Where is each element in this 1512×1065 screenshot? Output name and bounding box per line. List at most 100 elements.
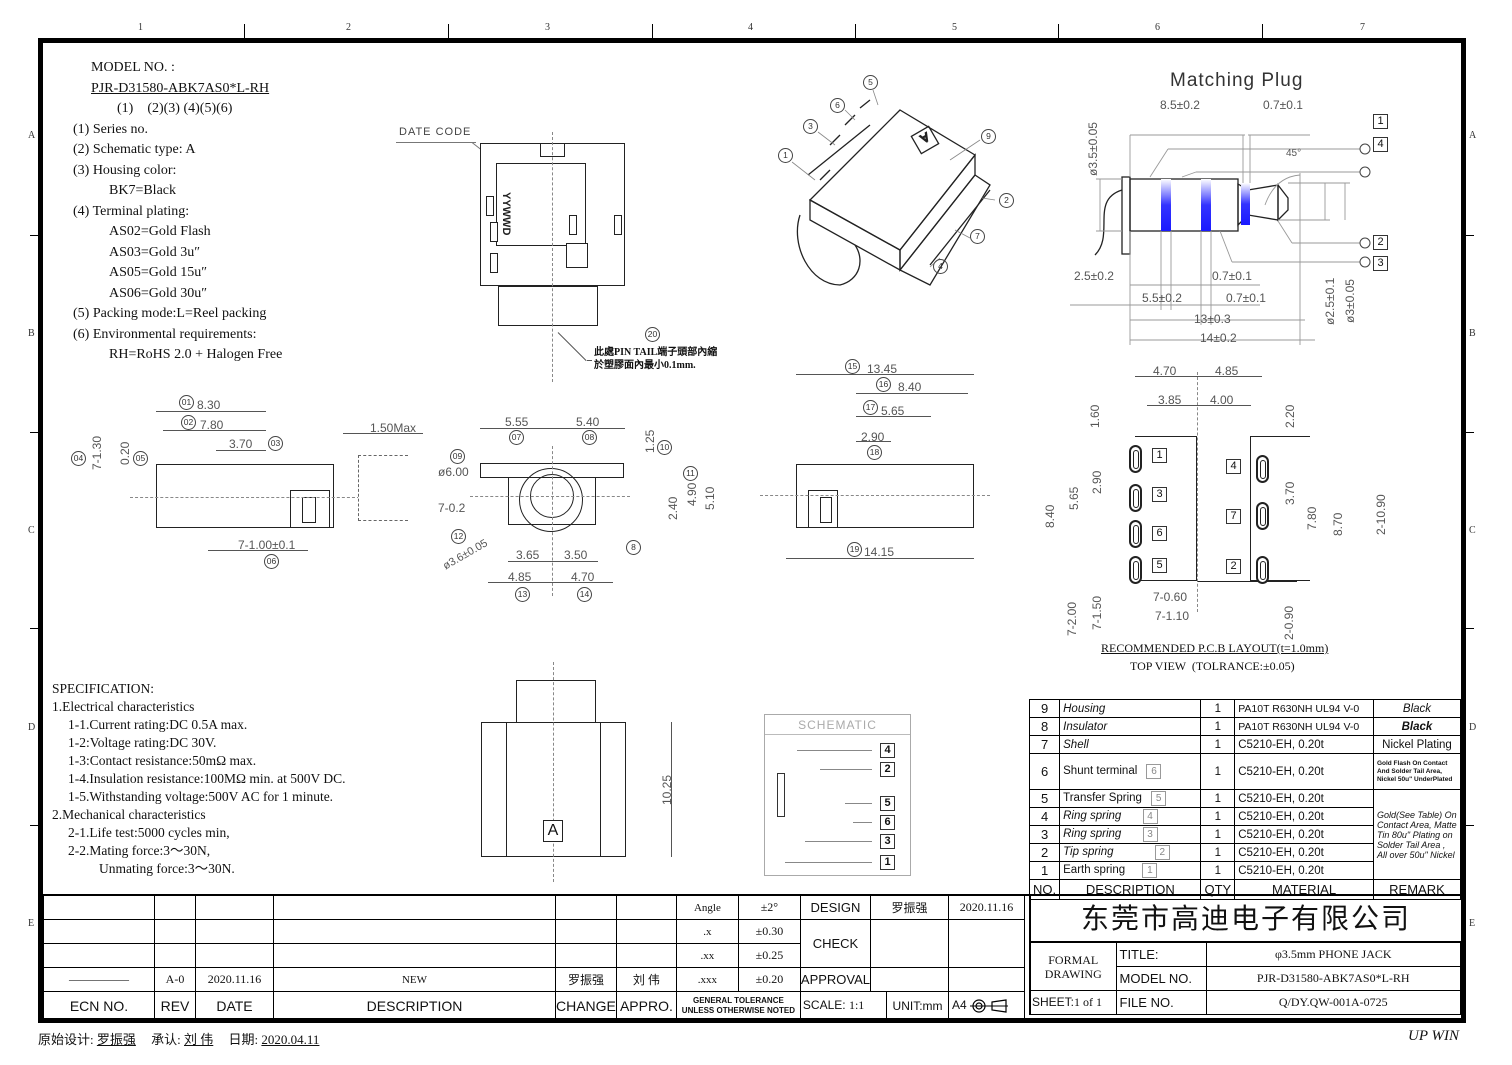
housing-nose — [498, 286, 598, 326]
schematic-pin-2: 2 — [880, 762, 895, 777]
grid-tick — [1058, 24, 1059, 38]
checker-name — [870, 919, 950, 968]
dim-830: 8.30 — [197, 398, 221, 412]
schematic-box: SCHEMATIC 4 2 5 6 3 1 — [764, 714, 911, 876]
plug-dim-dia25: ø2.5±0.1 — [1323, 277, 1337, 325]
iso-callout-6: 6 — [830, 98, 845, 113]
pcb-pin-5: 5 — [1152, 558, 1167, 573]
projection-symbol-icon — [970, 998, 1009, 1013]
bom-row: 3 Ring spring 3 1 C5210-EH, 0.20t — [1028, 825, 1461, 844]
pcb-dim-7-200: 7-2.00 — [1065, 601, 1079, 636]
dim-line — [796, 374, 974, 375]
bom-desc: Insulator — [1059, 717, 1202, 736]
model-item: AS03=Gold 3u″ — [109, 244, 201, 260]
tolerance-label: Angle — [675, 895, 739, 920]
side-tab — [302, 497, 316, 523]
schematic-wire — [785, 862, 872, 863]
drawing-frame — [38, 38, 1466, 1023]
spec-line: 2.Mechanical characteristics — [52, 807, 206, 822]
grid-tick — [448, 24, 449, 38]
tolerance-value: ±0.25 — [737, 943, 801, 968]
sheet-cell: SHEET:1 of 1 — [1029, 990, 1117, 1015]
callout-20: 20 — [645, 327, 660, 342]
schematic-type-marking: A — [543, 820, 563, 842]
tolerance-value: ±0.20 — [737, 967, 801, 992]
pin-slot — [614, 215, 622, 235]
pcb-hole — [1129, 484, 1142, 512]
centerline — [760, 495, 990, 496]
plug-contact-3: 3 — [1373, 256, 1388, 271]
bom-box: 5 — [1151, 791, 1167, 806]
schematic-pin-1: 1 — [880, 855, 895, 870]
leader-line — [587, 360, 592, 361]
pcb-dim-2-090: 2-0.90 — [1282, 605, 1296, 640]
bom-qty: 1 — [1200, 861, 1236, 880]
callout-07: 07 — [509, 430, 524, 445]
callout-09: 09 — [450, 449, 465, 464]
footer-approver: 刘 伟 — [184, 1032, 214, 1047]
model-item: AS05=Gold 15u″ — [109, 265, 208, 280]
pcb-dim-290: 2.90 — [1090, 470, 1104, 494]
approval-label: APPROVAL — [799, 967, 872, 992]
pcb-pin-2: 2 — [1226, 559, 1241, 574]
schematic-wire — [820, 769, 872, 770]
tolerance-label: .x — [675, 919, 739, 944]
terminal — [566, 243, 588, 268]
rev-value: A-0 — [154, 967, 196, 992]
pcb-dim-840: 8.40 — [1043, 504, 1057, 528]
grid-row-b: B — [28, 328, 35, 339]
bom-box: 4 — [1142, 809, 1158, 824]
model-item: AS06=Gold 30u″ — [109, 285, 208, 301]
plug-dim-25: 2.5±0.2 — [1074, 269, 1114, 283]
bom-row: 6 Shunt terminal 6 1 C5210-EH, 0.20t Gol… — [1028, 753, 1462, 790]
bom-desc-text: Tip spring — [1063, 846, 1114, 858]
dim-240: 2.40 — [666, 496, 680, 520]
plug-contact-1: 1 — [1373, 114, 1388, 129]
rev-cell — [195, 943, 274, 968]
centerline — [553, 662, 554, 882]
dim-line — [216, 450, 266, 451]
scale-value: 1:1 — [848, 998, 865, 1012]
spec-line: 1-2:Voltage rating:DC 30V. — [68, 735, 217, 750]
centerline — [552, 132, 553, 382]
bom-remark-shared: Gold(See Table) On Contact Area, Matte T… — [1372, 789, 1462, 880]
pcb-hole — [1256, 455, 1269, 483]
pcb-pin-7: 7 — [1226, 509, 1241, 524]
bom-no: 2 — [1028, 843, 1061, 862]
bom-row: 4 Ring spring 4 1 C5210-EH, 0.20t — [1028, 807, 1461, 826]
bill-of-materials: 9 Housing 1 PA10T R630NH UL94 V-0 Black … — [1028, 699, 1462, 900]
title-row: FORMAL DRAWING TITLE: φ3.5mm PHONE JACK — [1029, 942, 1461, 991]
plug-dim-55: 5.5±0.2 — [1142, 291, 1182, 305]
model-item: AS02=Gold Flash — [109, 224, 211, 239]
centerline — [130, 497, 360, 498]
pcb-dim-400: 4.00 — [1210, 393, 1234, 407]
header-rev: REV — [154, 991, 196, 1020]
pcb-pin-3: 3 — [1152, 487, 1167, 502]
footer-date: 2020.04.11 — [261, 1032, 320, 1047]
grid-tick — [30, 825, 38, 826]
pcb-dim-870: 8.70 — [1331, 512, 1345, 536]
pin-slot — [490, 253, 498, 273]
pin-tail-note-2: 於塑膠面內最小0.1mm. — [594, 360, 696, 371]
schematic-housing — [777, 773, 785, 817]
unit-cell: UNIT:mm — [886, 991, 950, 1020]
dim-dia600: ø6.00 — [438, 465, 469, 479]
bom-box: 1 — [1142, 863, 1158, 878]
callout-18: 18 — [867, 445, 882, 460]
bom-remark: Black — [1372, 717, 1462, 736]
bom-material: PA10T R630NH UL94 V-0 — [1234, 699, 1374, 718]
dim-490: 4.90 — [685, 482, 699, 506]
spec-title: SPECIFICATION: — [52, 681, 155, 696]
bom-desc: Housing — [1059, 699, 1202, 718]
plug-dim-dia3: ø3±0.05 — [1343, 279, 1357, 323]
callout-08: 08 — [582, 430, 597, 445]
spec-line: 1-3:Contact resistance:50mΩ max. — [68, 753, 257, 768]
plug-dim-07-top: 0.7±0.1 — [1263, 98, 1303, 112]
file-value: Q/DY.QW-001A-0725 — [1205, 990, 1461, 1015]
grid-row-c: C — [28, 525, 35, 536]
spec-line: 1-1.Current rating:DC 0.5A max. — [68, 717, 248, 732]
pcb-dim-385: 3.85 — [1158, 393, 1182, 407]
corner-mark: UP WIN — [1408, 1028, 1459, 1044]
rev-cell — [615, 895, 677, 920]
spec-line: 1.Electrical characteristics — [52, 699, 195, 714]
